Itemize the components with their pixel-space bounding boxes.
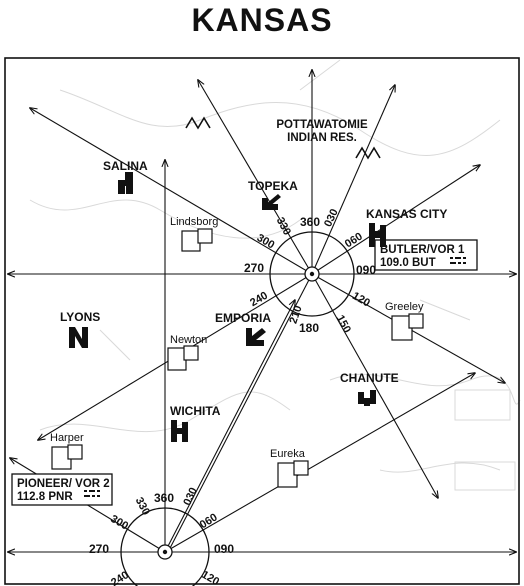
airport-symbols — [69, 172, 386, 442]
kansas-city-label: KANSAS CITY — [366, 207, 447, 221]
lyons-airport-icon — [69, 327, 88, 348]
emporia-label: EMPORIA — [215, 311, 271, 325]
vor1-compass-rose — [269, 231, 355, 317]
vor1-deg-360: 360 — [300, 215, 320, 229]
newton-label: Newton — [170, 334, 207, 346]
chanute-airport-icon — [358, 390, 376, 406]
vor1-radials — [8, 70, 516, 553]
lindsborg-label: Lindsborg — [170, 216, 218, 228]
town-labels: POTTAWATOMIE INDIAN RES. SALINA TOPEKA K… — [50, 119, 447, 460]
topeka-label: TOPEKA — [248, 179, 298, 193]
vor1-frequency: 109.0 BUT — [380, 257, 436, 269]
topeka-airport-icon — [262, 194, 281, 210]
vor1-deg-150: 150 — [334, 313, 353, 335]
vor2-deg-360: 360 — [154, 491, 174, 505]
vor1-deg-090: 090 — [356, 263, 376, 277]
pottawatomie-label-2: INDIAN RES. — [287, 132, 357, 144]
vor1-deg-180: 180 — [299, 321, 319, 335]
harper-label: Harper — [50, 432, 84, 444]
morse-code-icon — [450, 257, 466, 264]
vor2-name: PIONEER/ VOR 2 — [17, 478, 110, 490]
vor2-deg-090: 090 — [214, 542, 234, 556]
greeley-label: Greeley — [385, 301, 424, 313]
eureka-label: Eureka — [270, 448, 306, 460]
town-symbols — [51, 228, 424, 488]
vor1-deg-300: 300 — [255, 232, 277, 252]
vor1-deg-030: 030 — [322, 207, 341, 229]
vor2-deg-270: 270 — [89, 542, 109, 556]
vor1-deg-060: 060 — [343, 230, 365, 250]
newton-symbol — [167, 345, 199, 371]
harper-symbol — [51, 444, 83, 470]
mountain-icon — [185, 116, 381, 160]
vor1-deg-330: 330 — [274, 215, 293, 237]
lindsborg-symbol — [181, 228, 213, 252]
salina-airport-icon — [118, 172, 133, 194]
greeley-symbol — [391, 313, 424, 341]
background-map — [29, 59, 521, 491]
wichita-label: WICHITA — [170, 404, 221, 418]
map-frame — [4, 57, 520, 585]
vor1-name: BUTLER/VOR 1 — [380, 244, 465, 256]
vor1-deg-210: 210 — [287, 304, 304, 325]
vor2-compass-rose — [120, 507, 210, 586]
vor1-info-box: BUTLER/VOR 1 109.0 BUT — [374, 239, 478, 271]
lyons-label: LYONS — [60, 310, 100, 324]
page-title: KANSAS — [191, 2, 333, 38]
vor2-info-box: PIONEER/ VOR 2 112.8 PNR — [11, 473, 113, 506]
emporia-airport-icon — [246, 328, 266, 346]
pottawatomie-label: POTTAWATOMIE — [276, 119, 368, 131]
salina-label: SALINA — [103, 159, 148, 173]
vor2-deg-330: 330 — [133, 495, 152, 517]
vor2-frequency: 112.8 PNR — [17, 491, 73, 503]
eureka-symbol — [277, 460, 309, 488]
vor2-deg-060: 060 — [198, 511, 220, 531]
chanute-label: CHANUTE — [340, 371, 399, 385]
vor1-deg-270: 270 — [244, 261, 264, 275]
vor1-deg-240: 240 — [248, 290, 270, 310]
wichita-airport-icon — [171, 420, 188, 442]
morse-code-icon — [84, 490, 100, 497]
kansas-city-airport-icon — [369, 223, 386, 247]
